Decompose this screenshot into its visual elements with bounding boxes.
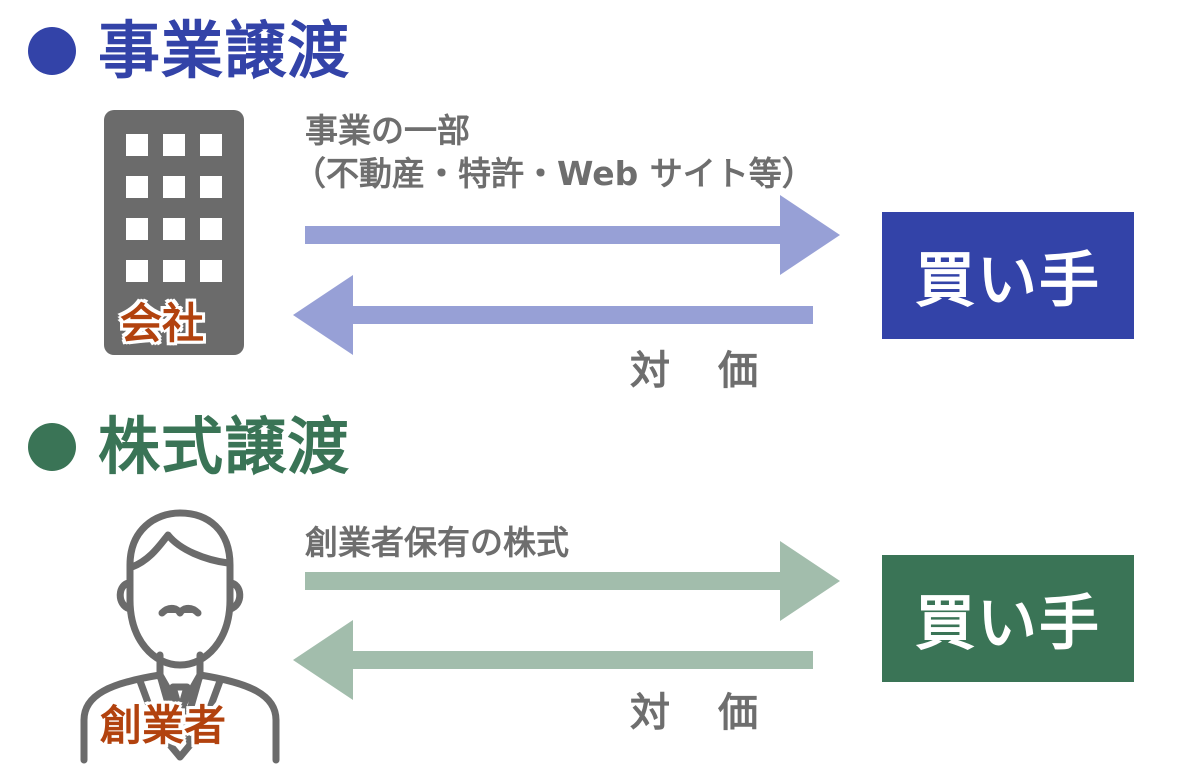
building-icon xyxy=(104,110,244,355)
share-forward-label: 創業者保有の株式 xyxy=(305,523,569,562)
business-return-label: 対価 xyxy=(630,348,806,394)
business-forward-arrow xyxy=(305,195,840,275)
share-return-arrow xyxy=(293,620,813,700)
share-transfer-title-text: 株式譲渡 xyxy=(98,410,351,483)
bullet-dot-icon xyxy=(28,423,76,471)
businessman-icon xyxy=(80,509,280,764)
business-return-arrow xyxy=(293,275,813,355)
business-forward-label: 事業の一部 （不動産・特許・Web サイト等） xyxy=(293,110,815,196)
share-transfer-title: 株式譲渡 xyxy=(28,416,350,478)
share-forward-arrow xyxy=(305,541,840,621)
founder-label: 創業者 xyxy=(100,701,227,750)
business-transfer-title-text: 事業譲渡 xyxy=(98,14,351,87)
business-forward-label-line2: （不動産・特許・Web サイト等） xyxy=(293,153,815,193)
share-buyer-box: 買い手 xyxy=(882,555,1134,682)
share-return-label: 対価 xyxy=(630,690,806,736)
business-forward-label-line1: 事業の一部 xyxy=(305,111,470,150)
business-buyer-box: 買い手 xyxy=(882,212,1134,339)
business-transfer-title: 事業譲渡 xyxy=(28,20,350,82)
bullet-dot-icon xyxy=(28,27,76,75)
company-label: 会社 xyxy=(120,299,205,348)
